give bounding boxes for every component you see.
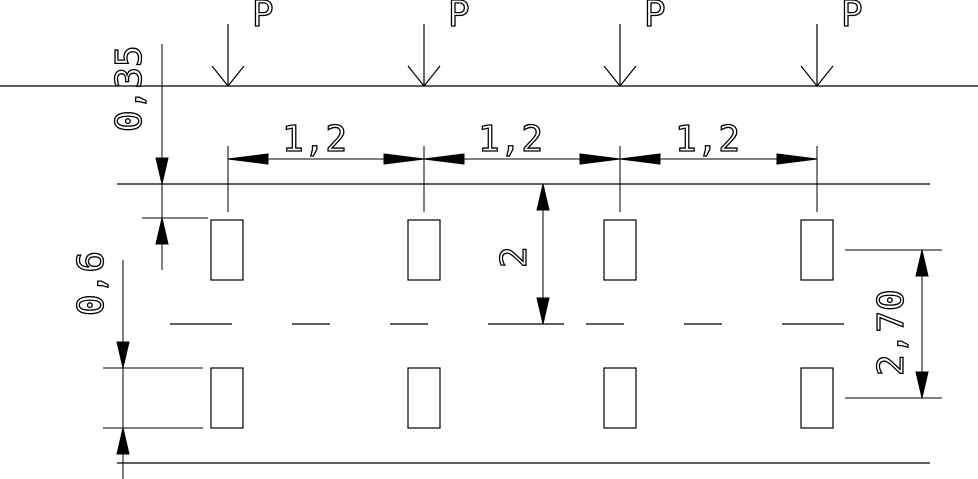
spacing-label-2: 1,2 (478, 119, 543, 160)
height-dimension: 2 (493, 183, 550, 325)
load-label: P (841, 0, 863, 35)
upper-rect-3 (603, 219, 637, 281)
load-label: P (448, 0, 470, 35)
upper-row (210, 219, 834, 281)
load-arrow-1: P (211, 0, 274, 87)
load-arrow-3: P (603, 0, 666, 87)
load-arrow-4: P (800, 0, 863, 87)
side-offset-dimension: 0,6 (70, 250, 203, 479)
lower-rect-4 (800, 367, 834, 429)
load-label: P (644, 0, 666, 35)
lower-rect-2 (407, 367, 441, 429)
lower-rect-3 (603, 367, 637, 429)
spacing-dimension: 1,2 1,2 1,2 (227, 118, 818, 212)
spacing-label-3: 1,2 (675, 119, 740, 160)
top-offset-label: 0,35 (109, 45, 150, 132)
spacing-label-1: 1,2 (282, 119, 347, 160)
lower-row (210, 367, 834, 429)
height-label: 2 (494, 246, 535, 268)
total-height-dimension: 2,70 (845, 249, 942, 399)
total-height-label: 2,70 (871, 289, 912, 376)
side-offset-label: 0,6 (71, 251, 112, 316)
upper-rect-2 (407, 219, 441, 281)
load-label: P (252, 0, 274, 35)
lower-rect-1 (210, 367, 244, 429)
load-arrow-2: P (407, 0, 470, 87)
upper-rect-1 (210, 219, 244, 281)
upper-rect-4 (800, 219, 834, 281)
top-offset-dimension: 0,35 (108, 44, 208, 270)
